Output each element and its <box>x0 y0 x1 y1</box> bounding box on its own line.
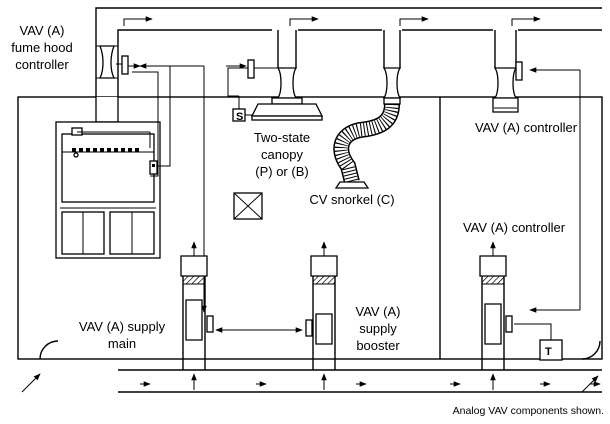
hood-sash-lights <box>72 148 139 152</box>
supply-riser-right <box>479 241 513 390</box>
exhaust-flow-arrow <box>123 16 153 26</box>
svg-text:Two-state: Two-state <box>254 130 310 145</box>
door-openings <box>21 340 601 393</box>
svg-text:fume hood: fume hood <box>11 40 72 55</box>
fume-hood <box>55 121 161 259</box>
label-supply-main: VAV (A) supply main <box>79 319 166 351</box>
thermostat: T <box>514 323 563 361</box>
svg-text:main: main <box>108 336 136 351</box>
label-vav-controller-lower: VAV (A) controller <box>463 220 566 235</box>
two-state-canopy-hood: S <box>232 96 324 123</box>
label-vav-controller-upper: VAV (A) controller <box>475 120 578 135</box>
label-fume-hood-controller: VAV (A) fume hood controller <box>11 23 72 72</box>
hood-monitor <box>149 160 158 175</box>
canopy-switch-label: S <box>236 111 243 123</box>
cv-snorkel <box>333 97 401 189</box>
svg-text:VAV (A) supply: VAV (A) supply <box>79 319 166 334</box>
svg-text:booster: booster <box>356 338 400 353</box>
exhaust-flow-arrow <box>399 16 429 26</box>
label-cv-snorkel: CV snorkel (C) <box>309 192 394 207</box>
svg-text:(P) or (B): (P) or (B) <box>255 164 308 179</box>
canopy-control-wiring <box>226 63 248 97</box>
exhaust-duct <box>95 7 602 97</box>
svg-text:supply: supply <box>359 321 397 336</box>
exhaust-flow-arrow <box>511 16 541 26</box>
svg-text:VAV (A): VAV (A) <box>19 23 64 38</box>
supply-riser-booster <box>215 241 338 390</box>
supply-main-duct <box>118 369 602 393</box>
general-exhaust-grille <box>233 192 263 220</box>
svg-text:VAV (A): VAV (A) <box>355 304 400 319</box>
room-exhaust-control-wiring <box>529 67 581 313</box>
exhaust-flow-arrow <box>289 16 319 26</box>
label-supply-booster: VAV (A) supply booster <box>355 304 400 353</box>
label-two-state-canopy: Two-state canopy (P) or (B) <box>254 130 310 179</box>
supply-riser-left <box>180 241 214 390</box>
snorkel-exhaust-riser <box>382 67 402 99</box>
fume-hood-exhaust-riser <box>95 45 129 123</box>
thermostat-label: T <box>545 346 552 358</box>
footnote: Analog VAV components shown. <box>453 405 604 417</box>
svg-text:controller: controller <box>15 57 69 72</box>
svg-text:canopy: canopy <box>261 147 303 162</box>
room-exhaust-riser <box>492 61 523 113</box>
room-walls <box>17 96 603 360</box>
